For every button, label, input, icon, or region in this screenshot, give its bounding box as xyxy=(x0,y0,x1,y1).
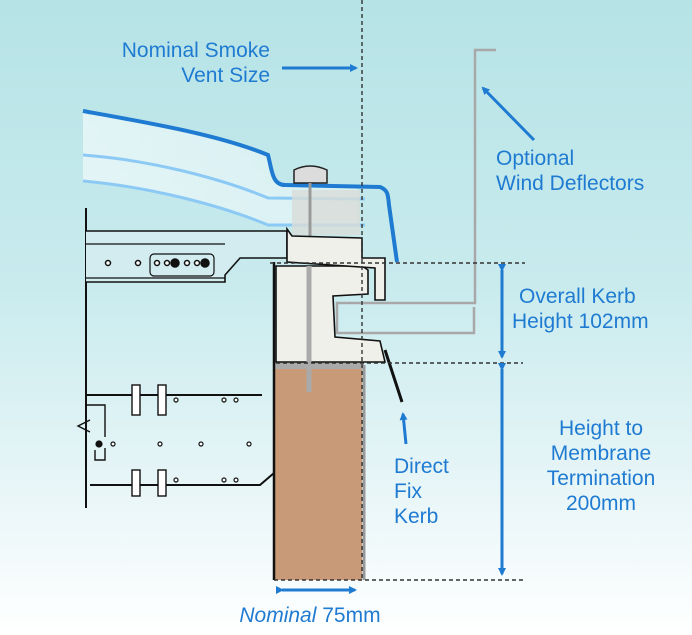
glazing-fill xyxy=(83,111,358,225)
label-deflector-line1: Optional xyxy=(496,147,575,170)
label-vent-size-line2: Vent Size xyxy=(181,64,270,87)
label-kerb-height-line2: Height 102mm xyxy=(512,310,649,333)
kerb-profile xyxy=(275,265,387,363)
cleat-plate xyxy=(149,253,215,277)
glazing-inner-line-2 xyxy=(82,179,365,227)
screw-shadow xyxy=(292,190,360,235)
dimension-dashes xyxy=(270,0,525,581)
direct-fix-flap xyxy=(383,349,404,403)
label-vent-size: Nominal Smoke Vent Size xyxy=(118,38,270,88)
label-width-value: 75mm xyxy=(322,604,381,627)
label-width: Nominal 75mm xyxy=(210,603,410,628)
kerb-cap xyxy=(286,226,386,301)
screw-cap xyxy=(293,165,328,184)
deflector-arrow xyxy=(481,86,536,142)
label-membrane-height: Height to Membrane Termination 200mm xyxy=(520,416,682,516)
bolt-holes xyxy=(104,258,210,268)
glazing-outer-line xyxy=(82,109,399,263)
wind-deflector xyxy=(335,48,496,335)
label-membrane-line2: Membrane xyxy=(550,442,652,465)
label-direct-fix: Direct Fix Kerb xyxy=(394,454,484,529)
label-vent-size-line1: Nominal Smoke xyxy=(121,39,270,62)
label-width-italic: Nominal xyxy=(239,604,317,627)
label-kerb-height: Overall Kerb Height 102mm xyxy=(512,284,692,334)
label-direct-fix-line1: Direct xyxy=(394,455,449,478)
label-wind-deflector: Optional Wind Deflectors xyxy=(496,146,692,196)
label-membrane-line1: Height to xyxy=(558,417,644,440)
label-direct-fix-line3: Kerb xyxy=(394,505,439,528)
label-kerb-height-line1: Overall Kerb xyxy=(519,285,636,308)
lower-rail xyxy=(86,394,275,486)
rail-holes xyxy=(95,397,252,483)
timber-upstand xyxy=(274,368,362,580)
direct-fix-arrow xyxy=(399,412,408,445)
label-membrane-line4: 200mm xyxy=(565,492,637,515)
label-deflector-line2: Wind Deflectors xyxy=(496,172,645,195)
label-membrane-line3: Termination xyxy=(546,467,656,490)
steel-purlin xyxy=(86,230,288,283)
label-direct-fix-line2: Fix xyxy=(394,480,422,503)
bolts xyxy=(131,384,167,497)
glazing-inner-line-1 xyxy=(82,153,366,201)
